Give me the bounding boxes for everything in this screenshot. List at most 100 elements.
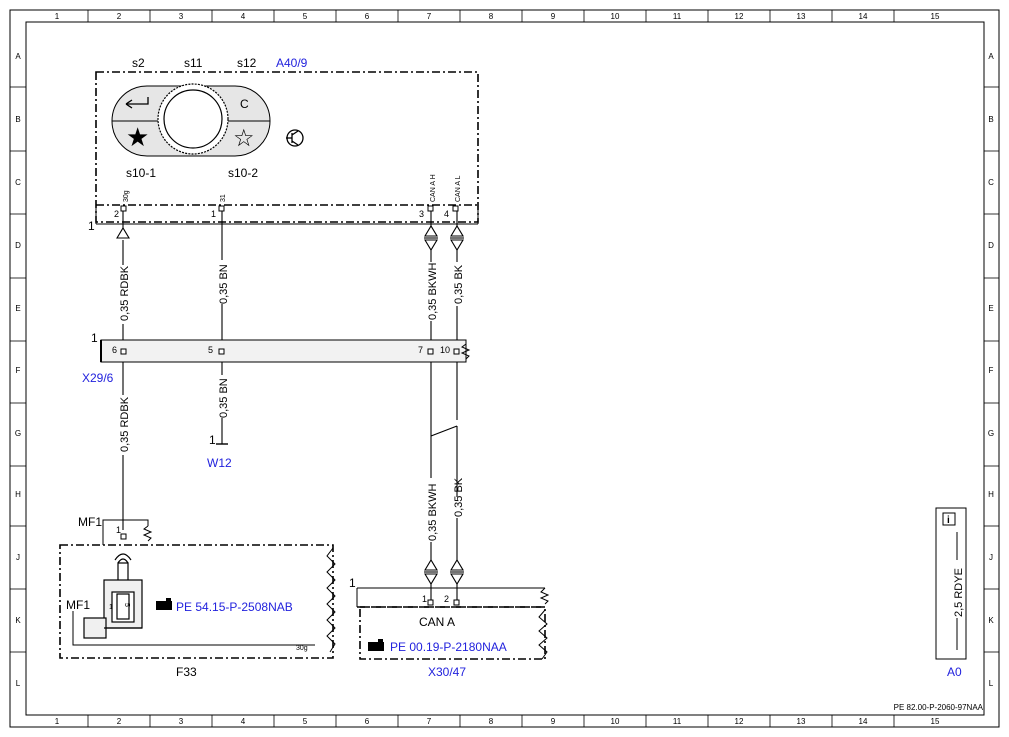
a40-s11-label: s11 (184, 56, 203, 70)
col-label-top: 13 (797, 12, 806, 21)
ground-w12[interactable]: 1 W12 (207, 433, 232, 470)
a40-code: A40/9 (276, 56, 308, 70)
x30-pin-num: 2 (444, 594, 449, 604)
a40-s12-label: s12 (237, 56, 257, 70)
sheet-outer-frame (9, 9, 1000, 728)
bidirectional-arrow-icon (450, 558, 464, 586)
col-label-top: 14 (859, 12, 868, 21)
row-label-left: E (15, 304, 20, 313)
row-label-left: H (15, 490, 21, 499)
f33-pin-terminal (120, 533, 127, 540)
col-label-top: 1 (55, 12, 60, 21)
info-icon-glyph: i (947, 515, 950, 526)
x30-reference-link[interactable]: PE 00.19-P-2180NAA (390, 640, 507, 654)
x30-dashed-outline (359, 606, 546, 660)
x29-code: X29/6 (82, 371, 114, 385)
x29-body (100, 339, 467, 363)
row-label-left: D (15, 241, 21, 250)
x29-pin-num: 6 (112, 345, 117, 355)
row-label-right: J (989, 553, 993, 562)
col-label-top: 11 (673, 12, 682, 21)
row-label-right: G (988, 429, 994, 438)
mf1-break-icon (142, 525, 153, 542)
row-ticks (10, 86, 999, 653)
row-label-right: F (989, 366, 994, 375)
row-label-left: G (15, 429, 21, 438)
f33-fuse-rating: 5 (123, 603, 130, 607)
control-knob-panel: C ★ ☆ (111, 83, 271, 157)
f33-fuse-num: 1 (109, 604, 113, 611)
col-label-top: 15 (931, 12, 940, 21)
a40-pin-terminals (120, 205, 459, 212)
row-label-left: F (16, 366, 21, 375)
col-label-top: 4 (241, 12, 246, 21)
connector-x29-6[interactable]: 1 6 5 7 10 X29/6 (82, 331, 471, 385)
f33-reference-link[interactable]: PE 54.15-P-2508NAB (176, 600, 293, 614)
a40-c-label: C (240, 97, 249, 111)
col-label-bottom: 11 (673, 717, 682, 726)
row-label-right: D (988, 241, 994, 250)
wire-label: 0,35 BK (453, 264, 465, 304)
w12-num: 1 (209, 433, 216, 447)
row-label-left: B (15, 115, 20, 124)
wire-color-legend: i 2,5 RDYE A0 (935, 507, 967, 679)
x30-bracket-num: 1 (349, 576, 356, 590)
legend-code: A0 (947, 665, 962, 679)
col-label-bottom: 3 (179, 717, 184, 726)
col-label-top: 7 (427, 12, 432, 21)
row-label-left: A (15, 52, 21, 61)
mf1-bracket (102, 519, 149, 530)
a40-pin-func: 31 (220, 194, 227, 202)
f33-mf1-top: MF1 (78, 515, 102, 529)
wire-label: 0,35 BK (453, 477, 465, 517)
a40-pin-num: 3 (419, 209, 424, 219)
col-label-top: 8 (489, 12, 494, 21)
document-id: PE 82.00-P-2060-97NAA (894, 703, 984, 712)
wire-label: 0,35 BN (218, 264, 230, 304)
w12-code: W12 (207, 456, 232, 470)
row-label-right: K (988, 616, 994, 625)
a40-bracket-num: 1 (88, 219, 95, 233)
x29-pin-num: 5 (208, 345, 213, 355)
component-f33[interactable]: MF1 1 1 5 MF1 30g PE 54.15-P-2508NAB F33 (59, 515, 336, 679)
a40-dashed-outline (95, 71, 479, 223)
f33-terminal: 30g (296, 645, 308, 652)
col-label-bottom: 7 (427, 717, 432, 726)
x30-pin-num: 1 (422, 594, 427, 604)
a40-pin-num: 2 (114, 209, 119, 219)
col-label-bottom: 5 (303, 717, 308, 726)
info-icon (942, 512, 956, 526)
f33-mf1-side: MF1 (66, 598, 90, 612)
col-label-bottom: 8 (489, 717, 494, 726)
wire-lines (122, 211, 458, 600)
col-label-bottom: 12 (735, 717, 744, 726)
bidirectional-arrow-icon (424, 558, 438, 586)
component-x30-47[interactable]: 1 1 2 CAN A PE 00.19-P-2180NAA X30/47 (349, 576, 550, 679)
reference-hand-icon (368, 639, 384, 651)
row-label-right: B (988, 115, 993, 124)
row-label-left: K (15, 616, 21, 625)
col-label-top: 6 (365, 12, 370, 21)
x30-code: X30/47 (428, 665, 466, 679)
wire-arrows (116, 224, 464, 586)
a40-pin-func: CAN A L (455, 175, 462, 202)
row-label-left: C (15, 178, 21, 187)
wire-label: 0,35 RDBK (119, 265, 131, 321)
a40-pin-num: 1 (211, 209, 216, 219)
x29-pin-terminals (120, 348, 460, 355)
a40-pin-func: CAN A H (430, 174, 437, 202)
row-label-right: L (989, 679, 994, 688)
bidirectional-arrow-icon (424, 224, 438, 252)
row-label-left: J (16, 553, 20, 562)
component-a40-9[interactable]: s2 s11 s12 A40/9 C ★ ☆ s10-1 (88, 56, 479, 233)
x29-break-icon (460, 343, 471, 360)
f33-dashed-outline (59, 544, 334, 659)
col-label-top: 5 (303, 12, 308, 21)
x30-pin-terminals (427, 599, 460, 606)
wire-label: 0,35 BKWH (427, 483, 439, 541)
column-ticks (87, 10, 895, 727)
wire-label: 0,35 BKWH (427, 262, 439, 320)
col-label-top: 10 (611, 12, 620, 21)
back-arrow-icon (125, 97, 149, 109)
